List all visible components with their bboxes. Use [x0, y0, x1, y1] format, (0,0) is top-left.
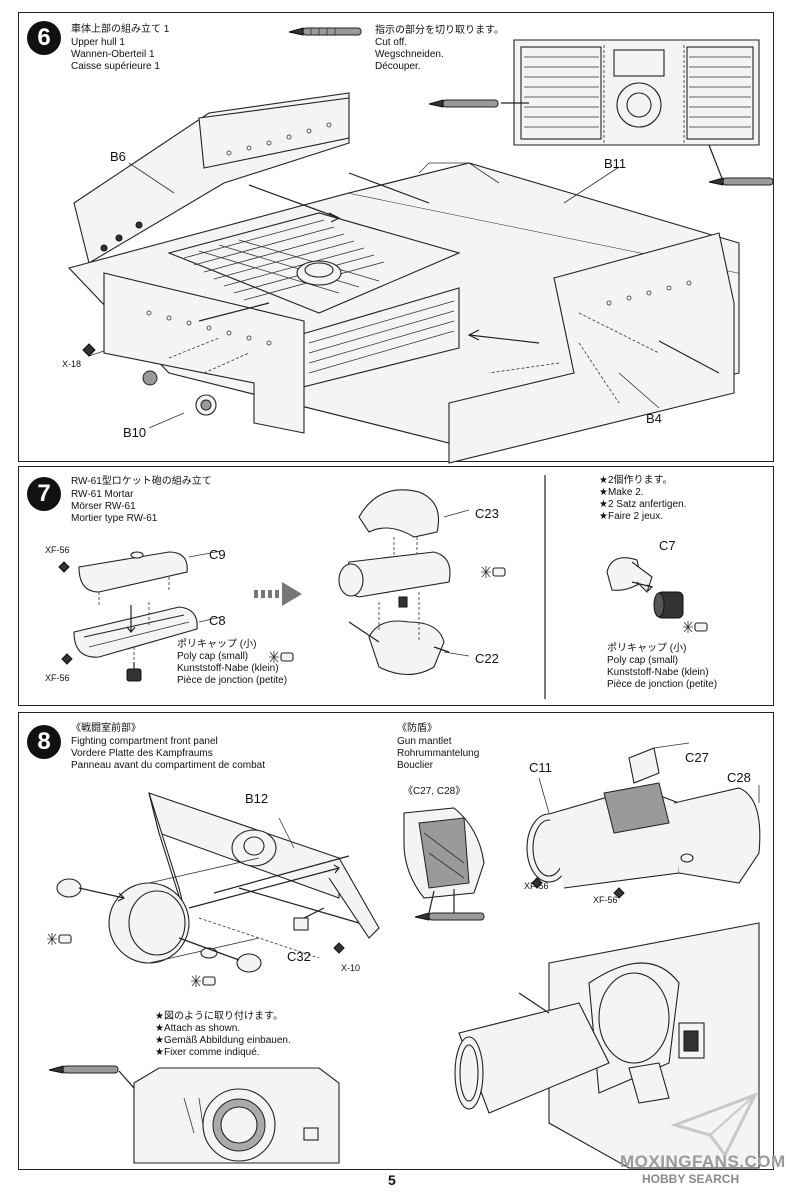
- watermark-brand: HOBBY SEARCH: [642, 1172, 740, 1186]
- step-number-8: 8: [27, 725, 61, 759]
- mantlet-title-de: Rohrummantelung: [397, 748, 480, 759]
- glue-icon: [269, 651, 294, 663]
- polycap-left-fr: Pièce de jonction (petite): [177, 675, 288, 686]
- step-8-title-de: Vordere Platte des Kampfraums: [71, 748, 213, 759]
- label-xf56-d: XF-56: [593, 895, 618, 905]
- label-x10: X-10: [341, 963, 361, 973]
- step-8-panel: 8 《戦闘室前部》 Fighting compartment front pan…: [18, 712, 774, 1170]
- cut-note-en: Cut off.: [375, 37, 408, 48]
- make2-jp: ★2個作ります。: [599, 475, 673, 486]
- make2-fr: ★Faire 2 jeux.: [599, 511, 663, 522]
- gun-mantlet-drawing: [526, 742, 761, 899]
- step-8-title-fr: Panneau avant du compartiment de combat: [71, 760, 266, 771]
- label-c9: C9: [209, 547, 226, 562]
- mantlet-title-en: Gun mantlet: [397, 736, 452, 747]
- label-xf56-b: XF-56: [45, 673, 70, 683]
- attach-note-fr: ★Fixer comme indiqué.: [155, 1047, 260, 1058]
- paper-plane-logo-icon: [670, 1092, 759, 1158]
- mortar-assembly-drawing: [338, 489, 470, 676]
- step-number-6: 6: [27, 21, 61, 55]
- watermark-site: MOXINGFANS.COM: [620, 1152, 786, 1171]
- label-x18: X-18: [62, 359, 82, 369]
- mantlet-assembled-drawing: [454, 922, 760, 1169]
- glue-icon: [191, 975, 216, 987]
- polycap-right-jp: ポリキャップ (小): [607, 643, 687, 654]
- page-number: 5: [388, 1172, 396, 1188]
- step-7-title-jp: RW-61型ロケット砲の組み立て: [71, 476, 212, 487]
- label-c28: C28: [727, 770, 751, 785]
- cut-note-de: Wegschneiden.: [375, 49, 444, 60]
- glue-icon: [481, 566, 506, 578]
- polycap-left-en: Poly cap (small): [177, 651, 249, 662]
- label-c27: C27: [685, 750, 709, 765]
- mantlet-title-jp: 《防盾》: [397, 723, 437, 734]
- label-b12: B12: [245, 791, 269, 806]
- polycap-right-de: Kunststoff-Nabe (klein): [607, 667, 709, 678]
- label-c32: C32: [287, 949, 311, 964]
- step-6-panel: 6 車体上部の組み立て 1 Upper hull 1 Wannen-Oberte…: [18, 12, 774, 464]
- step-number-7: 7: [27, 477, 61, 511]
- knife-icon: [288, 27, 362, 36]
- step-6-title-fr: Caisse supérieure 1: [71, 61, 160, 72]
- step-6-title-jp: 車体上部の組み立て 1: [71, 24, 170, 35]
- cut-note-fr: Découper.: [375, 61, 421, 72]
- polycap-right-en: Poly cap (small): [607, 655, 679, 666]
- label-c23: C23: [475, 506, 499, 521]
- mantlet-title-fr: Bouclier: [397, 760, 434, 771]
- label-c11: C11: [529, 760, 552, 775]
- label-b6: B6: [110, 149, 126, 164]
- glue-icon: [47, 933, 72, 945]
- step-7-title-en: RW-61 Mortar: [71, 489, 134, 500]
- make2-de: ★2 Satz anfertigen.: [599, 499, 687, 510]
- upper-hull-drawing: [67, 92, 740, 464]
- step-7-title-fr: Mortier type RW-61: [71, 513, 158, 524]
- step-arrow-icon: [254, 582, 302, 606]
- label-xf56-c: XF-56: [524, 881, 549, 891]
- cut-note-jp: 指示の部分を切り取ります。: [375, 25, 504, 36]
- label-c8: C8: [209, 613, 226, 628]
- c27-c28-caption: 《C27, C28》: [403, 786, 466, 797]
- step-7-panel: 7 RW-61型ロケット砲の組み立て RW-61 Mortar Mörser R…: [18, 466, 774, 706]
- label-b4: B4: [646, 411, 662, 426]
- polycap-right-fr: Pièce de jonction (petite): [607, 679, 718, 690]
- attach-note-en: ★Attach as shown.: [155, 1023, 241, 1034]
- label-c7: C7: [659, 538, 676, 553]
- glue-icon: [683, 621, 708, 633]
- poly-cap-drawing: [606, 557, 684, 619]
- step-6-title-de: Wannen-Oberteil 1: [71, 49, 155, 60]
- step-8-title-jp: 《戦闘室前部》: [71, 723, 141, 734]
- cut-detail-drawing: [428, 39, 774, 186]
- label-b10: B10: [123, 425, 147, 440]
- attach-note-de: ★Gemäß Abbildung einbauen.: [155, 1035, 291, 1046]
- panel-rear-view-drawing: [48, 1065, 340, 1164]
- step-8-title-en: Fighting compartment front panel: [71, 736, 218, 747]
- polycap-left-jp: ポリキャップ (小): [177, 639, 257, 650]
- mantlet-interior-drawing: [403, 807, 485, 921]
- label-xf56-a: XF-56: [45, 545, 70, 555]
- attach-note-jp: ★図のように取り付けます。: [155, 1011, 283, 1022]
- label-c22: C22: [475, 651, 499, 666]
- step-6-title-en: Upper hull 1: [71, 37, 125, 48]
- front-panel-drawing: [56, 792, 380, 973]
- make2-en: ★Make 2.: [599, 487, 644, 498]
- label-b11: B11: [604, 156, 627, 171]
- step-7-title-de: Mörser RW-61: [71, 501, 136, 512]
- step-7-divider: [544, 475, 546, 699]
- polycap-left-de: Kunststoff-Nabe (klein): [177, 663, 279, 674]
- mortar-tube-drawing: [58, 550, 222, 682]
